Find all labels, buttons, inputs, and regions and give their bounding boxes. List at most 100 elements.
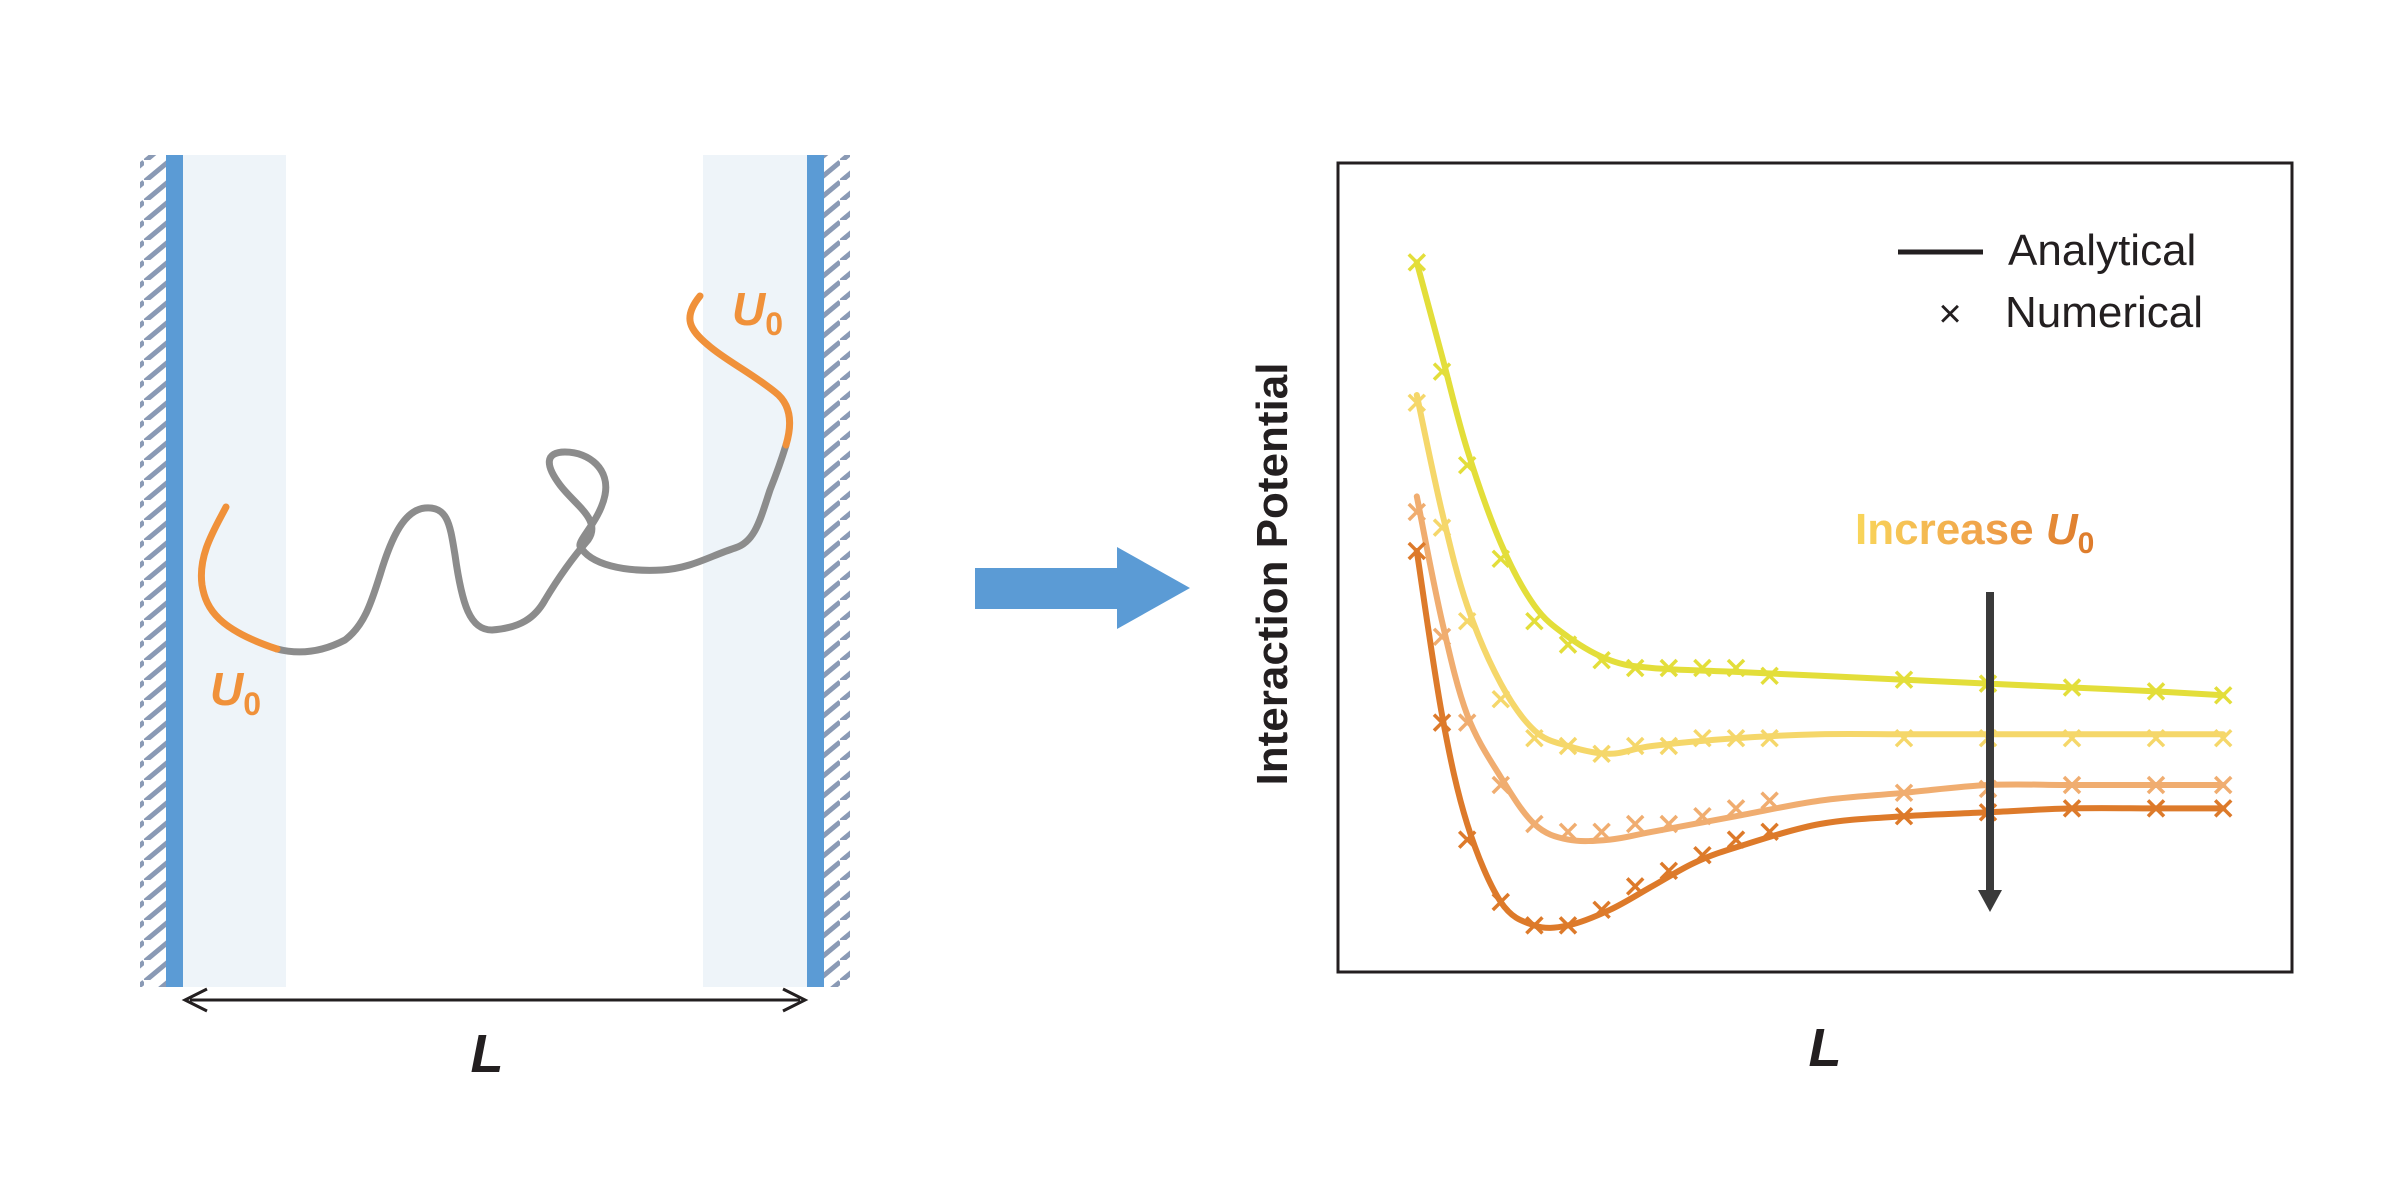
right-wall [807,155,824,987]
numerical-point-3-3 [1457,713,1477,732]
series-layer [1407,253,2233,935]
numerical-point-1-12 [1760,666,1779,686]
numerical-point-1-15 [2062,678,2082,697]
numerical-point-4-17 [2213,799,2233,818]
numerical-point-3-6 [1558,822,1578,842]
numerical-point-3-1 [1407,502,1427,522]
numerical-point-1-10 [1693,658,1712,678]
numerical-point-4-6 [1558,916,1578,935]
numerical-point-2-6 [1558,736,1578,756]
numerical-point-2-3 [1457,611,1477,631]
numerical-point-4-7 [1592,900,1611,920]
numerical-point-1-6 [1558,635,1578,654]
trend-annotation-subscript: 0 [2078,527,2095,560]
numerical-point-2-2 [1432,518,1452,537]
trend-annotation-symbol: U [2046,505,2079,554]
numerical-point-2-13 [1894,728,1914,748]
numerical-point-3-7 [1592,822,1611,842]
trend-arrow [1978,592,2002,912]
series-1 [1407,253,2233,705]
numerical-point-2-1 [1407,393,1427,413]
numerical-point-1-4 [1491,549,1511,569]
left-wall-hatch [140,155,166,987]
polymer-schematic: U0 U0 L [140,155,850,1084]
numerical-point-1-11 [1726,658,1746,678]
numerical-point-3-17 [2213,775,2233,795]
left-anchor-subscript: 0 [243,686,261,722]
numerical-point-4-8 [1625,877,1645,896]
numerical-point-3-12 [1760,791,1779,810]
numerical-point-3-5 [1525,814,1544,834]
numerical-point-2-17 [2213,728,2233,748]
numerical-point-4-4 [1491,892,1511,912]
trend-annotation-prefix: Increase [1855,505,2046,554]
transition-arrow [975,547,1190,629]
right-anchor-label: U0 [732,283,783,342]
analytical-curve-4 [1413,548,2227,931]
numerical-point-2-8 [1625,736,1645,756]
numerical-point-1-2 [1432,362,1452,381]
numerical-point-3-8 [1625,814,1645,834]
numerical-point-1-8 [1625,658,1645,678]
right-adsorbed-tail [686,292,794,449]
numerical-point-2-7 [1592,744,1611,764]
numerical-point-2-9 [1659,736,1679,756]
left-anchor-symbol: U [210,663,245,715]
legend-numerical-label: Numerical [2005,288,2203,337]
numerical-point-1-16 [2146,682,2166,701]
numerical-point-3-16 [2146,775,2166,795]
x-axis-label: L [1809,1018,1842,1078]
left-anchor-label: U0 [210,663,261,722]
numerical-point-1-5 [1525,611,1544,631]
right-anchor-subscript: 0 [765,306,783,342]
trend-annotation: Increase U0 [1855,505,2094,560]
series-2 [1407,392,2233,764]
numerical-point-2-16 [2146,728,2166,748]
legend: Analytical × Numerical [1898,226,2203,337]
series-3 [1407,493,2233,845]
numerical-point-1-7 [1592,650,1611,670]
numerical-point-2-11 [1726,728,1746,748]
numerical-point-3-13 [1894,783,1914,803]
analytical-curve-3 [1413,493,2227,845]
numerical-point-4-12 [1760,822,1779,842]
numerical-point-2-5 [1525,728,1544,748]
numerical-point-4-16 [2146,799,2166,818]
numerical-point-1-1 [1407,253,1427,272]
numerical-point-2-15 [2062,728,2082,748]
separation-label: L [471,1024,504,1084]
potential-plot: Interaction Potential L Increase U0 Anal… [1248,161,2294,1078]
numerical-point-4-5 [1525,916,1544,935]
legend-analytical-label: Analytical [2008,226,2196,275]
numerical-point-2-4 [1491,689,1511,709]
numerical-point-3-4 [1491,775,1511,795]
plot-frame [1336,161,2294,974]
numerical-point-3-9 [1659,814,1679,834]
numerical-point-4-2 [1432,713,1452,732]
numerical-point-4-3 [1457,830,1477,849]
numerical-point-4-9 [1659,861,1679,881]
right-anchor-symbol: U [732,283,767,335]
legend-numerical-marker: × [1938,292,1961,336]
right-wall-hatch [824,155,850,987]
numerical-point-3-10 [1693,806,1712,826]
numerical-point-2-10 [1693,728,1712,748]
numerical-point-1-17 [2213,686,2233,705]
numerical-point-3-11 [1726,799,1746,818]
numerical-point-1-13 [1894,670,1914,689]
numerical-point-1-9 [1659,658,1679,678]
right-adsorption-zone [703,155,807,987]
polymer-chain [273,441,790,656]
numerical-point-1-3 [1457,455,1477,475]
left-adsorbed-tail [197,503,281,653]
numerical-point-2-12 [1760,728,1779,748]
numerical-point-3-15 [2062,775,2082,795]
numerical-point-4-1 [1407,541,1427,561]
numerical-point-4-11 [1726,830,1746,849]
numerical-point-3-2 [1432,627,1452,647]
separation-arrow [181,987,809,1013]
y-axis-label: Interaction Potential [1248,363,1297,786]
numerical-point-4-13 [1894,806,1914,826]
numerical-point-4-15 [2062,799,2082,818]
